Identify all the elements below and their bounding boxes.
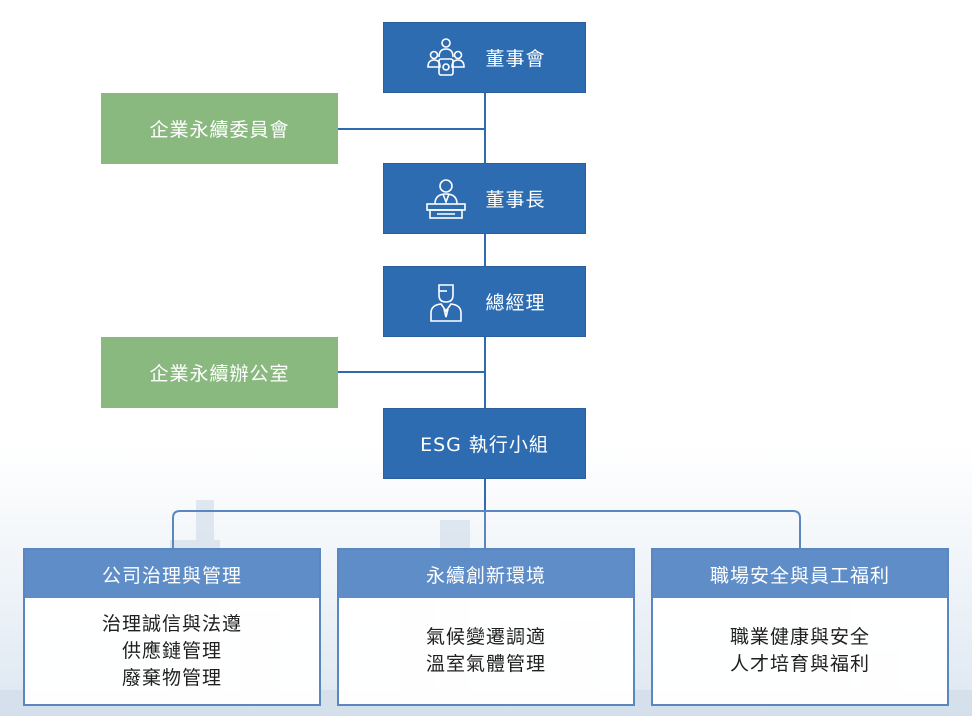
group-card-item: 廢棄物管理 [121, 666, 222, 689]
manager-icon [423, 279, 469, 325]
chairman-node: 董事長 [383, 163, 586, 234]
group-card-title: 職場安全與員工福利 [653, 550, 947, 598]
chairman-label: 董事長 [485, 189, 546, 211]
gm-node: 總經理 [383, 266, 586, 337]
group-card-title: 永續創新環境 [339, 550, 633, 598]
meeting-icon [423, 35, 469, 81]
group-card-workplace: 職場安全與員工福利 職業健康與安全 人才培育與福利 [651, 548, 949, 706]
group-card-governance: 公司治理與管理 治理誠信與法遵 供應鏈管理 廢棄物管理 [23, 548, 321, 706]
committee-node: 企業永續委員會 [101, 93, 338, 164]
board-label: 董事會 [485, 48, 546, 70]
group-card-item: 供應鏈管理 [121, 639, 222, 662]
office-node: 企業永續辦公室 [101, 337, 338, 408]
group-card-item: 人才培育與福利 [729, 653, 870, 675]
group-card-item: 職業健康與安全 [729, 626, 870, 648]
gm-label: 總經理 [485, 292, 546, 314]
chairman-desk-icon [423, 176, 469, 222]
group-card-title: 公司治理與管理 [25, 550, 319, 598]
group-card-environment: 永續創新環境 氣候變遷調適 溫室氣體管理 [337, 548, 635, 706]
group-card-item: 溫室氣體管理 [425, 653, 546, 675]
taskforce-label: ESG 執行小組 [420, 434, 549, 456]
office-label: 企業永續辦公室 [149, 363, 290, 385]
group-card-item: 氣候變遷調適 [425, 626, 546, 648]
group-card-item: 治理誠信與法遵 [101, 612, 242, 635]
taskforce-node: ESG 執行小組 [383, 408, 586, 479]
committee-label: 企業永續委員會 [149, 119, 290, 141]
board-node: 董事會 [383, 22, 586, 93]
